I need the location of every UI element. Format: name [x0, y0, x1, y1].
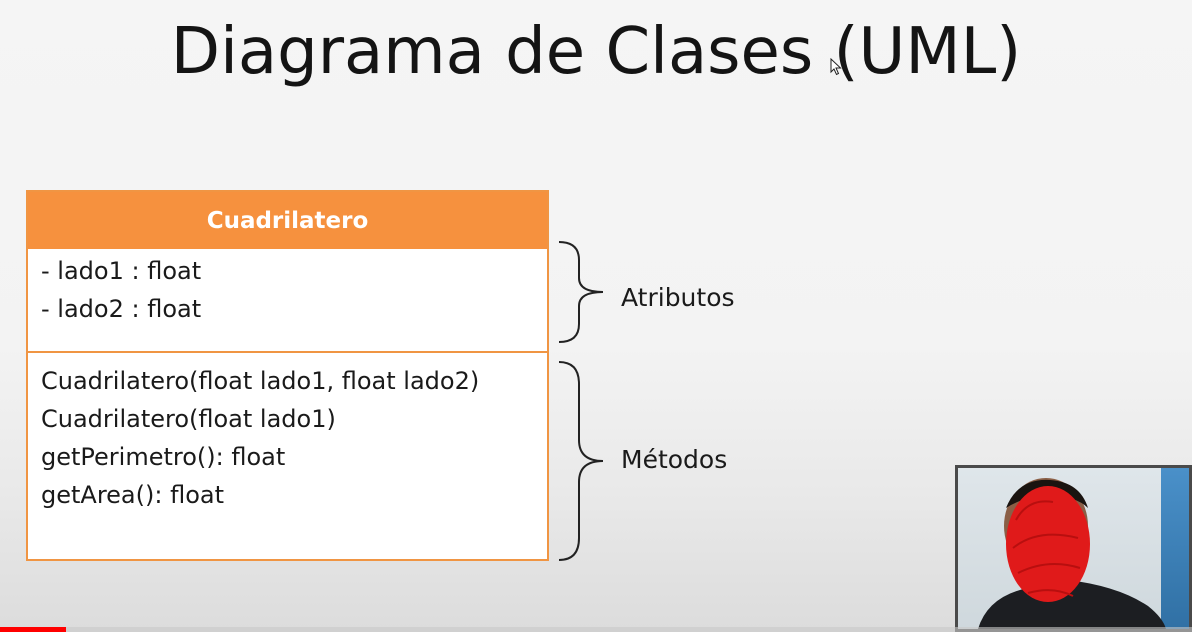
attribute-line: - lado2 : float [41, 295, 202, 323]
uml-class-box: Cuadrilatero - lado1 : float - lado2 : f… [26, 190, 549, 561]
attributes-label: Atributos [621, 283, 735, 312]
method-line: Cuadrilatero(float lado1) [41, 405, 336, 433]
attributes-compartment: - lado1 : float - lado2 : float [28, 249, 547, 353]
video-progress-bar[interactable] [0, 627, 1192, 632]
method-line: getArea(): float [41, 481, 224, 509]
presenter-video [978, 478, 1166, 629]
slide-title: Diagrama de Clases (UML) [170, 15, 1022, 89]
methods-brace [558, 361, 604, 561]
methods-label: Métodos [621, 445, 728, 474]
video-progress-fill [0, 627, 66, 632]
attributes-brace [558, 241, 604, 343]
attribute-line: - lado1 : float [41, 257, 202, 285]
webcam-overlay [955, 465, 1192, 632]
webcam-background-window [1161, 468, 1189, 629]
method-line: Cuadrilatero(float lado1, float lado2) [41, 367, 480, 395]
mouse-cursor-icon [830, 58, 842, 76]
methods-compartment: Cuadrilatero(float lado1, float lado2) C… [28, 353, 547, 559]
method-line: getPerimetro(): float [41, 443, 286, 471]
class-name-header: Cuadrilatero [28, 192, 547, 249]
